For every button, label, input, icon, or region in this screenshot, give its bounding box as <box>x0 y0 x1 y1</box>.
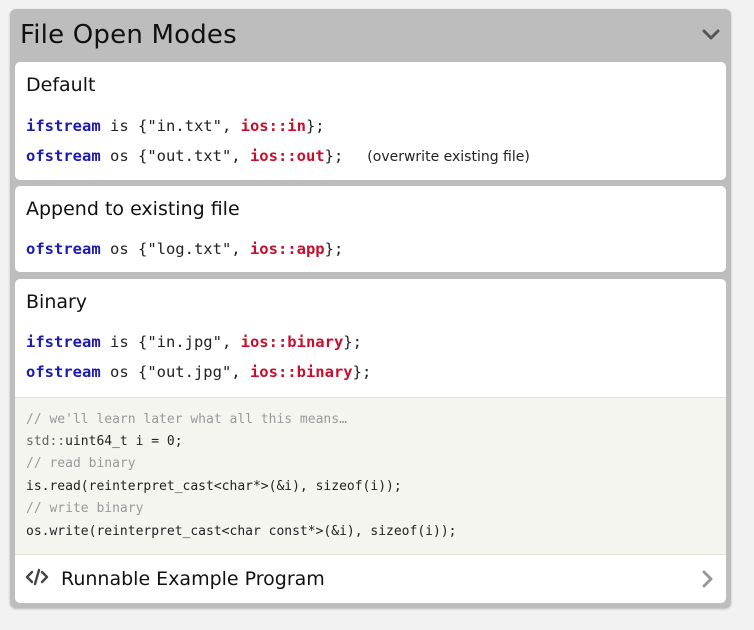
default-card: Default ifstream is {"in.txt", ios::in};… <box>15 62 726 180</box>
code-text: }; <box>352 363 372 381</box>
mode-flag: ios::in <box>240 117 306 135</box>
code-line: ofstream os {"out.txt", ios::out}; (overw… <box>26 147 530 165</box>
card-title: Default <box>26 74 96 96</box>
mode-flag: ios::out <box>249 147 325 165</box>
mode-flag: ios::binary <box>240 333 344 351</box>
footer-label: Runnable Example Program <box>61 568 325 590</box>
mode-flag: ios::binary <box>249 363 353 381</box>
code-text: is {"in.txt", <box>100 117 241 135</box>
code-text: os {"log.txt", <box>100 240 250 258</box>
example-code-block: // we'll learn later what all this means… <box>15 397 726 555</box>
code-line: os.write(reinterpret_cast<char const*>(&… <box>26 524 457 539</box>
type-keyword: ifstream <box>26 333 101 351</box>
mode-note: (overwrite existing file) <box>367 149 530 165</box>
code-line: is.read(reinterpret_cast<char*>(&i), siz… <box>26 479 402 494</box>
runnable-example-link[interactable]: Runnable Example Program <box>15 555 726 603</box>
code-line: ifstream is {"in.jpg", ios::binary}; <box>26 333 362 351</box>
code-line: std::uint64_t i = 0; <box>26 434 183 449</box>
panel-title: File Open Modes <box>20 20 237 50</box>
code-text: }; <box>324 147 344 165</box>
binary-card: Binary ifstream is {"in.jpg", ios::binar… <box>15 279 726 603</box>
code-comment: // we'll learn later what all this means… <box>26 412 347 427</box>
card-title: Append to existing file <box>26 198 240 220</box>
append-card: Append to existing file ofstream os {"lo… <box>15 186 726 272</box>
chevron-down-icon[interactable] <box>701 25 721 45</box>
card-title: Binary <box>26 291 88 313</box>
code-text: is {"in.jpg", <box>100 333 241 351</box>
type-keyword: ofstream <box>26 147 101 165</box>
namespace: std:: <box>26 434 66 449</box>
code-text: }; <box>305 117 325 135</box>
type-keyword: ifstream <box>26 117 101 135</box>
code-comment: // read binary <box>26 456 136 471</box>
code-text: os {"out.jpg", <box>100 363 250 381</box>
code-line: ofstream os {"log.txt", ios::app}; <box>26 240 343 258</box>
code-line: ifstream is {"in.txt", ios::in}; <box>26 117 325 135</box>
mode-flag: ios::app <box>249 240 325 258</box>
panel-header[interactable]: File Open Modes <box>10 9 731 61</box>
code-text: }; <box>343 333 362 351</box>
chevron-right-icon <box>700 569 714 593</box>
code-text: uint64_t i = 0; <box>65 434 183 449</box>
code-comment: // write binary <box>26 501 144 516</box>
file-open-modes-panel: File Open Modes Default ifstream is {"in… <box>10 9 731 608</box>
code-text: }; <box>324 240 344 258</box>
type-keyword: ofstream <box>26 240 101 258</box>
code-icon <box>25 568 49 590</box>
code-line: ofstream os {"out.jpg", ios::binary}; <box>26 363 371 381</box>
type-keyword: ofstream <box>26 363 101 381</box>
code-text: os {"out.txt", <box>100 147 250 165</box>
